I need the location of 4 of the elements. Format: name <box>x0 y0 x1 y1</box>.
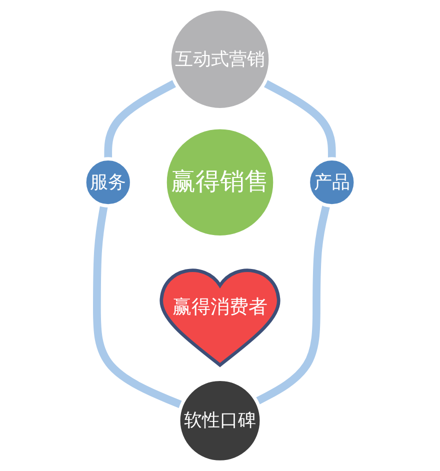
connector <box>104 79 178 159</box>
connector <box>254 204 330 405</box>
connector <box>93 204 184 409</box>
connector <box>262 79 336 159</box>
